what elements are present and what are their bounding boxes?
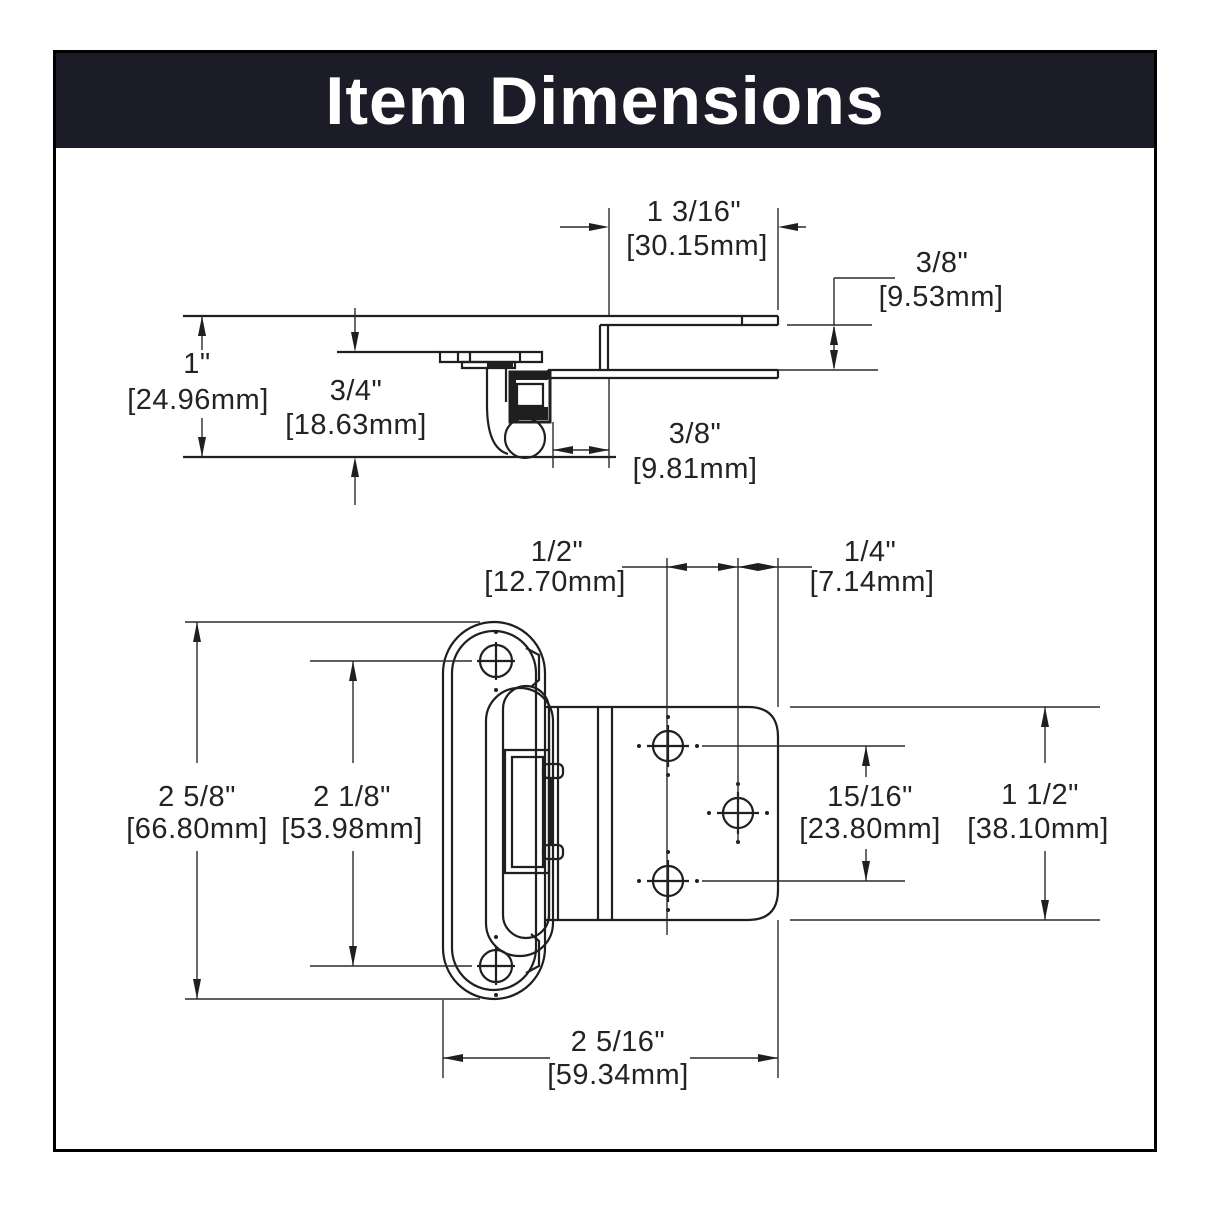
dim-leaf-hole-spacing-inches: 15/16" <box>827 781 913 813</box>
dim-leaf-hole-spacing-mm: [23.80mm] <box>799 813 941 845</box>
dim-plate-hole-spacing-inches: 2 1/8" <box>313 781 391 813</box>
dim-leaf-width-inches: 1 1/2" <box>1001 779 1079 811</box>
dim-offset-depth: 3/8" [9.53mm] <box>830 247 1003 370</box>
dim-top-arm-width-mm: [30.15mm] <box>626 230 768 262</box>
leaf-screw-hole-top <box>647 725 689 767</box>
mounting-plate <box>441 620 547 1001</box>
spring-housing-side <box>508 370 552 424</box>
dim-half-inch-inches: 1/2" <box>531 536 584 568</box>
plan-view-drawing <box>441 620 780 1001</box>
dim-total-height-mm: [24.96mm] <box>127 384 269 416</box>
plate-screw-hole-top <box>477 642 515 680</box>
dim-top-arm-width-inches: 1 3/16" <box>647 196 741 228</box>
roller-barrel <box>503 416 547 460</box>
side-view-extension-lines <box>552 208 895 468</box>
dim-plate-hole-spacing: 2 1/8" [53.98mm] <box>281 661 423 966</box>
plan-view: 1/2" [12.70mm] 1/4" [7.14mm] 2 5/8" [66.… <box>126 536 1109 1091</box>
dim-plate-length-inches: 2 5/8" <box>158 781 236 813</box>
dim-roller-offset: 3/8" [9.81mm] <box>553 418 757 485</box>
frame-wing-bracket <box>546 316 780 380</box>
dim-hole-offsets: 1/2" [12.70mm] 1/4" [7.14mm] <box>484 536 934 598</box>
dim-quarter-inch-inches: 1/4" <box>844 536 897 568</box>
dim-offset-depth-mm: [9.53mm] <box>879 281 1004 313</box>
side-view: 1 3/16" [30.15mm] 3/8" [9.53mm] 1" [24.9… <box>127 196 1003 505</box>
dim-plate-length-mm: [66.80mm] <box>126 813 268 845</box>
dim-body-height: 3/4" [18.63mm] <box>285 308 427 505</box>
dim-plate-hole-spacing-mm: [53.98mm] <box>281 813 423 845</box>
dim-overall-length-inches: 2 5/16" <box>571 1026 665 1058</box>
dim-offset-depth-inches: 3/8" <box>916 247 969 279</box>
dim-body-height-inches: 3/4" <box>330 375 383 407</box>
leaf-screw-hole-bottom <box>647 860 689 902</box>
title-banner: Item Dimensions <box>56 53 1154 148</box>
dim-leaf-hole-spacing: 15/16" [23.80mm] <box>799 746 941 881</box>
dim-leaf-width: 1 1/2" [38.10mm] <box>967 707 1109 920</box>
dim-plate-length: 2 5/8" [66.80mm] <box>126 622 268 999</box>
drawing-frame: Item Dimensions <box>53 50 1157 1152</box>
dim-total-height-inches: 1" <box>183 348 210 380</box>
dim-roller-offset-inches: 3/8" <box>669 418 722 450</box>
hinge-leaf <box>545 705 780 922</box>
side-view-profile <box>183 314 780 460</box>
pivot-strap <box>485 368 509 456</box>
dim-half-inch-mm: [12.70mm] <box>484 566 626 598</box>
dim-roller-offset-mm: [9.81mm] <box>633 453 758 485</box>
dim-body-height-mm: [18.63mm] <box>285 409 427 441</box>
mounting-plate-side <box>438 350 544 370</box>
dim-leaf-width-mm: [38.10mm] <box>967 813 1109 845</box>
plate-screw-hole-bottom <box>477 947 515 985</box>
dim-total-height: 1" [24.96mm] <box>127 316 269 457</box>
dim-top-arm-width: 1 3/16" [30.15mm] <box>560 196 806 262</box>
dim-overall-length-mm: [59.34mm] <box>547 1059 689 1091</box>
page-title: Item Dimensions <box>325 62 885 139</box>
dim-quarter-inch-mm: [7.14mm] <box>810 566 935 598</box>
dim-overall-length: 2 5/16" [59.34mm] <box>443 1026 778 1091</box>
plan-view-extension-lines <box>185 558 1100 1078</box>
